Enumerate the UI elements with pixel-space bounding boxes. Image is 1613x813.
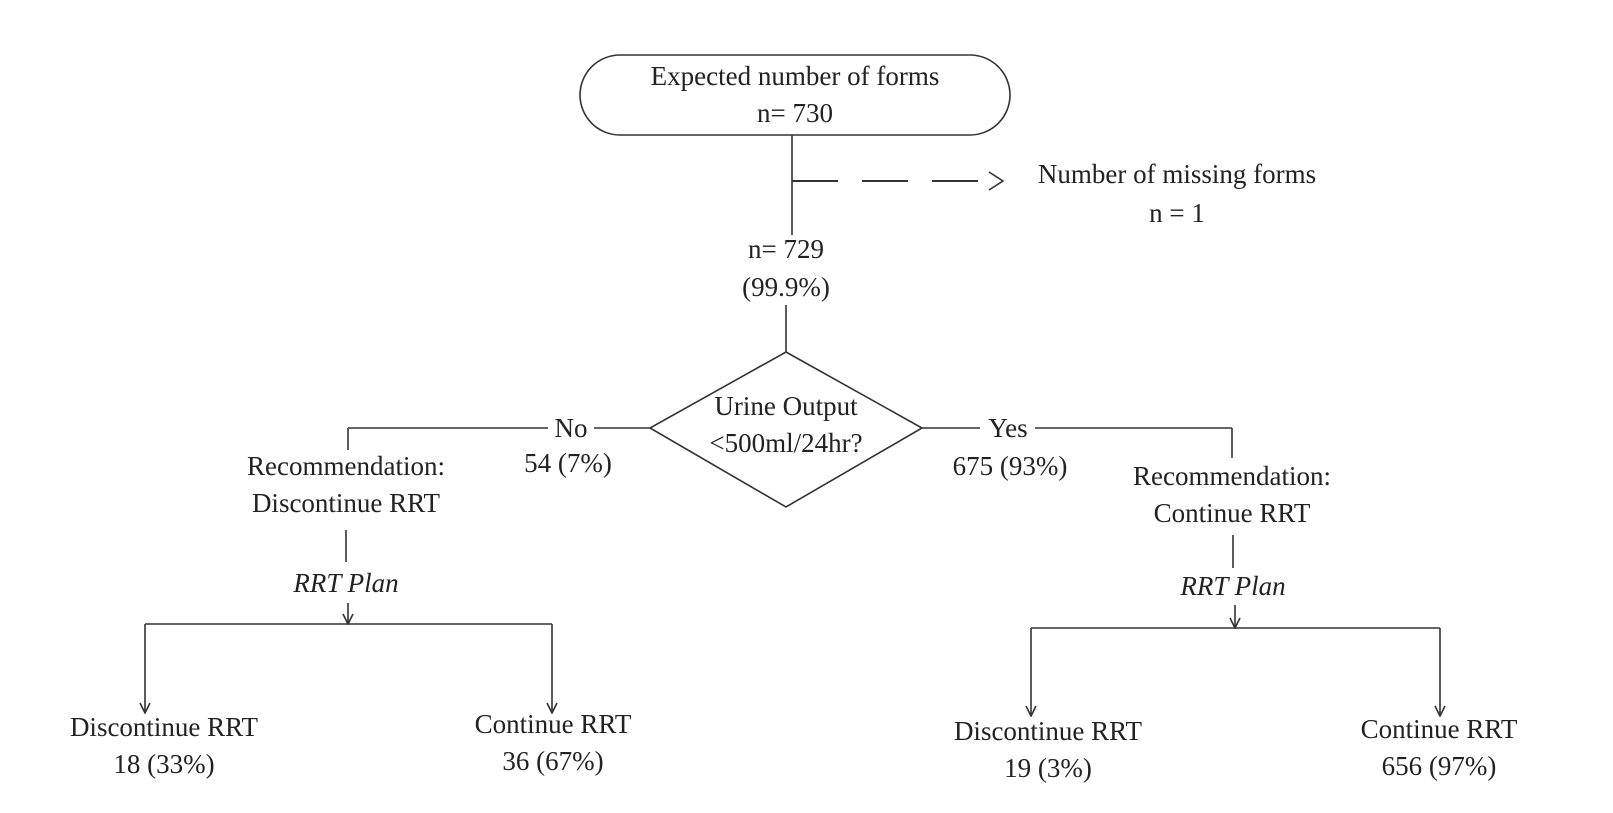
start-box-title: Expected number of forms (651, 61, 940, 91)
yes-label: Yes (988, 413, 1027, 443)
start-box (579, 54, 1011, 136)
missing-arrow-head (988, 171, 1005, 191)
left-plan-label: RRT Plan (292, 568, 398, 598)
no-count: 54 (7%) (524, 448, 612, 478)
outcome-right-discontinue-label: Discontinue RRT (954, 716, 1143, 746)
outcome-right-continue-label: Continue RRT (1361, 714, 1518, 744)
missing-forms-title: Number of missing forms (1038, 159, 1316, 189)
missing-forms-count: n = 1 (1149, 198, 1205, 228)
outcome-right-discontinue-value: 19 (3%) (1004, 753, 1092, 783)
outcome-right-continue-value: 656 (97%) (1382, 751, 1497, 781)
right-recommendation-value: Continue RRT (1154, 498, 1311, 528)
received-count: n= 729 (748, 234, 824, 264)
right-plan-label: RRT Plan (1179, 571, 1285, 601)
start-box-count: n= 730 (757, 98, 833, 128)
outcome-left-continue-value: 36 (67%) (502, 746, 603, 776)
outcome-left-discontinue-label: Discontinue RRT (70, 712, 259, 742)
received-percent: (99.9%) (742, 272, 830, 302)
outcome-left-continue-label: Continue RRT (475, 709, 632, 739)
yes-count: 675 (93%) (953, 451, 1068, 481)
decision-line2: <500ml/24hr? (709, 428, 862, 458)
left-recommendation-value: Discontinue RRT (252, 488, 441, 518)
decision-line1: Urine Output (714, 391, 858, 421)
no-label: No (555, 413, 588, 443)
right-recommendation-title: Recommendation: (1133, 461, 1331, 491)
left-recommendation-title: Recommendation: (247, 451, 445, 481)
decision-diamond (648, 351, 924, 508)
outcome-left-discontinue-value: 18 (33%) (113, 749, 214, 779)
